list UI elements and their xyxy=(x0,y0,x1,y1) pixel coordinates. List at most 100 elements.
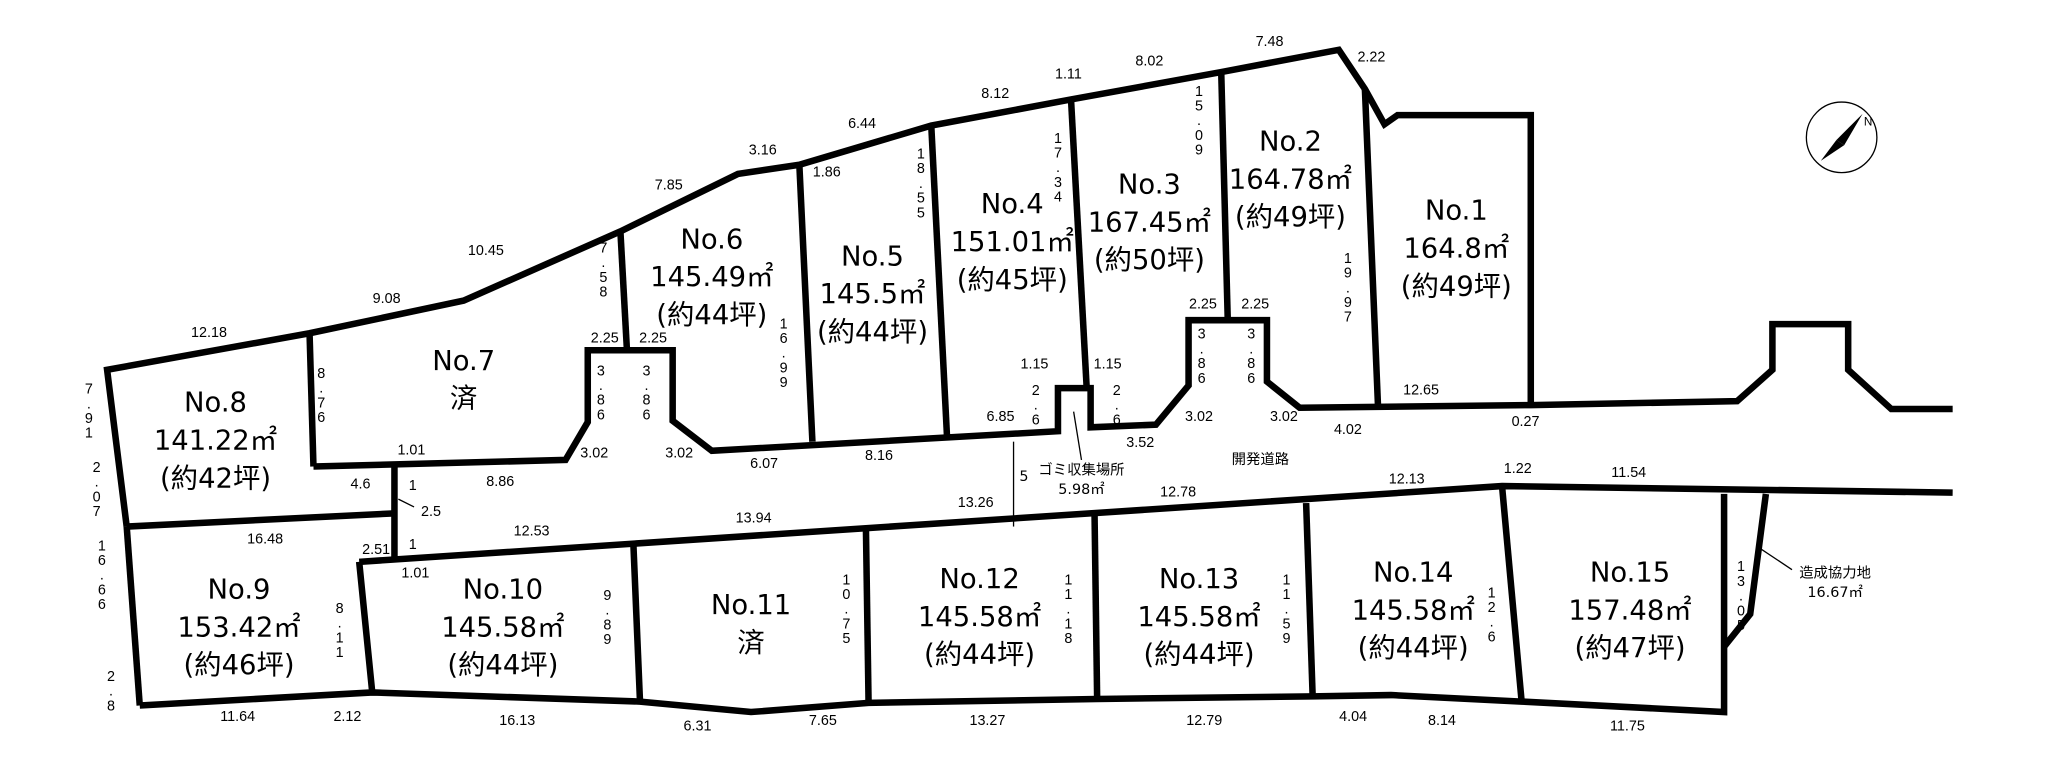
dimension-label: 4.04 xyxy=(1339,709,1367,725)
dimension-label: 3.02 xyxy=(1185,409,1213,425)
lot-number: No.8 xyxy=(184,388,247,419)
divider-3-4 xyxy=(1067,99,1090,389)
lot-number: No.7 xyxy=(432,346,495,377)
dimension-label: 12.78 xyxy=(1160,485,1196,501)
lot-area: 145.49㎡ xyxy=(650,262,773,293)
vertical-dimension-label: 11.59 xyxy=(1279,572,1295,645)
road-width: 5 xyxy=(1019,469,1028,485)
dimension-label: 8.02 xyxy=(1135,54,1163,70)
dimension-label: 4.6 xyxy=(351,477,371,493)
dimension-label: 6.44 xyxy=(848,116,876,132)
dimension-label: 3.16 xyxy=(749,142,777,158)
dimension-label: 1.15 xyxy=(1020,357,1048,373)
compass: N xyxy=(1805,101,1878,174)
dimension-label: 0.27 xyxy=(1512,414,1540,430)
dimension-label: 1 xyxy=(409,537,417,553)
lot-area: 145.58㎡ xyxy=(441,612,564,643)
dimension-label: 2.51 xyxy=(362,542,390,558)
dimension-label: 1 xyxy=(409,478,417,494)
lot-area: 164.78㎡ xyxy=(1229,164,1352,195)
lot-tsubo: (約46坪) xyxy=(183,650,294,681)
vertical-dimension-label: 3.86 xyxy=(1194,327,1210,386)
lot-area: 157.48㎡ xyxy=(1568,595,1691,626)
vertical-dimension-label: 11.18 xyxy=(1060,572,1076,645)
dimension-label: 3.52 xyxy=(1126,435,1154,451)
vertical-dimension-label: 16.66 xyxy=(94,538,110,611)
lot-labels: No.1164.8㎡(約49坪)No.2164.78㎡(約49坪)No.3167… xyxy=(154,126,1692,681)
vertical-dimension-label: 2.07 xyxy=(89,460,105,519)
lot-sold-status: 済 xyxy=(737,628,764,659)
lot-number: No.10 xyxy=(463,574,543,605)
lot-tsubo: (約44坪) xyxy=(1143,640,1254,671)
lot-number: No.11 xyxy=(711,590,791,621)
lot-area: 145.58㎡ xyxy=(918,602,1041,633)
cooperation-land-label: 造成協力地 xyxy=(1799,564,1871,581)
vertical-dimension-label: 15.09 xyxy=(1191,84,1207,157)
lot-number: No.3 xyxy=(1118,170,1181,201)
dimension-label: 13.27 xyxy=(969,713,1005,729)
vertical-dimension-label: 2.6 xyxy=(1109,383,1125,427)
vertical-dimension-label: 19.97 xyxy=(1340,251,1356,324)
dimension-label: 1.15 xyxy=(1094,357,1122,373)
lot-area: 141.22㎡ xyxy=(154,426,277,457)
vertical-dimension-label: 3.86 xyxy=(639,363,655,422)
dimension-label: 11.54 xyxy=(1611,465,1646,481)
garbage-label: ゴミ収集場所 xyxy=(1038,460,1124,478)
dimension-label: 2.12 xyxy=(333,709,361,725)
vertical-dimension-label: 8.11 xyxy=(332,601,348,660)
dimension-label: 1.01 xyxy=(397,443,425,459)
garbage-area: 5.98㎡ xyxy=(1058,481,1104,498)
divider-5-6 xyxy=(796,164,816,442)
passage-width-marks xyxy=(398,498,415,508)
dimension-label: 11.75 xyxy=(1610,718,1645,734)
lot-tsubo: (約49坪) xyxy=(1401,271,1512,302)
dimension-label: 8.12 xyxy=(981,86,1009,102)
dimension-label: 7.65 xyxy=(809,713,837,729)
cooperation-land-area: 16.67㎡ xyxy=(1807,584,1862,601)
divider-1-2 xyxy=(1361,88,1382,406)
dimension-label: 8.16 xyxy=(865,448,893,464)
lot-area: 167.45㎡ xyxy=(1088,207,1211,238)
dimension-label: 9.08 xyxy=(373,291,401,307)
lot-number: No.5 xyxy=(841,241,904,272)
dimension-label: 2.5 xyxy=(421,504,441,520)
dimension-label: 13.94 xyxy=(736,511,772,527)
lot-area: 164.8㎡ xyxy=(1403,234,1509,265)
vertical-dimension-label: 18.55 xyxy=(913,146,929,219)
garbage-leader xyxy=(1072,411,1083,461)
lot-number: No.1 xyxy=(1425,196,1488,227)
vertical-dimension-label: 13.05 xyxy=(1733,559,1749,632)
dimension-label: 6.85 xyxy=(987,409,1015,425)
lot-sold-status: 済 xyxy=(450,384,477,415)
vertical-dimension-label: 2.8 xyxy=(103,669,119,713)
north-arrow-icon xyxy=(1836,113,1863,146)
dimension-labels: 12.189.0810.457.853.166.448.121.118.027.… xyxy=(81,34,1749,734)
divider-11-12 xyxy=(862,530,872,703)
dimension-label: 8.14 xyxy=(1428,713,1456,729)
dimension-label: 1.01 xyxy=(401,565,429,581)
dimension-label: 16.13 xyxy=(499,713,535,729)
dimension-label: 2.25 xyxy=(1241,296,1269,312)
lot-tsubo: (約44坪) xyxy=(656,300,767,331)
dimension-label: 3.02 xyxy=(665,445,693,461)
dimension-label: 12.13 xyxy=(1389,471,1425,487)
dimension-label: 7.48 xyxy=(1256,34,1284,50)
dimension-label: 3.02 xyxy=(580,445,608,461)
vertical-dimension-label: 3.86 xyxy=(593,363,609,422)
lot-tsubo: (約42坪) xyxy=(160,463,271,494)
dimension-label: 16.48 xyxy=(247,532,283,548)
dimension-label: 13.26 xyxy=(958,495,994,511)
dimension-label: 6.07 xyxy=(750,456,778,472)
dimension-label: 12.65 xyxy=(1403,383,1439,399)
lot-number: No.15 xyxy=(1590,557,1670,588)
lot7-lot8-divider xyxy=(306,333,317,467)
lot-area: 145.58㎡ xyxy=(1352,595,1475,626)
lot8-lot9-divider xyxy=(126,510,392,530)
lot-tsubo: (約44坪) xyxy=(817,317,928,348)
lot-number: No.12 xyxy=(939,564,1019,595)
lot-tsubo: (約45坪) xyxy=(957,265,1068,296)
dimension-label: 2.25 xyxy=(639,330,667,346)
divider-10-11 xyxy=(630,546,644,702)
